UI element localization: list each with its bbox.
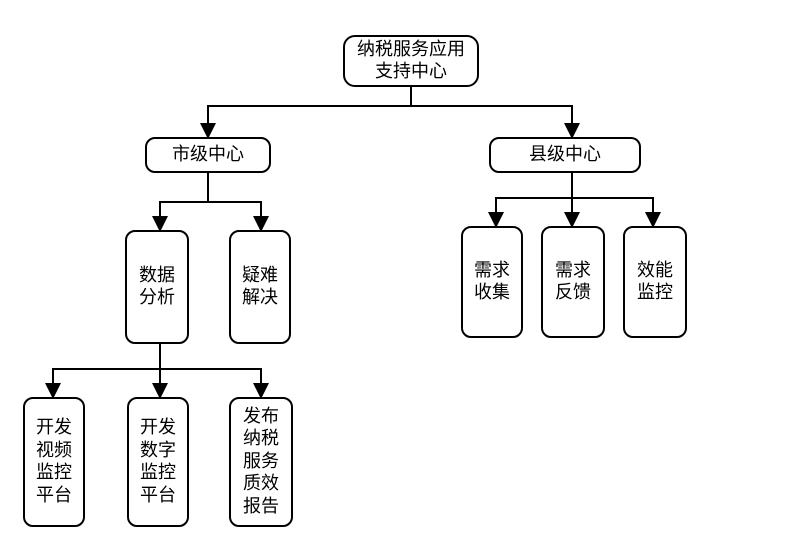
data-analysis-label: 数据 分析 [139, 264, 175, 309]
digital-monitoring-platform-node: 开发 数字 监控 平台 [127, 397, 189, 527]
problem-solving-node: 疑难 解决 [229, 230, 291, 344]
service-quality-report-label: 发布 纳税 服务 质效 报告 [243, 405, 279, 517]
efficiency-monitoring-node: 效能 监控 [623, 226, 687, 338]
video-monitoring-platform-label: 开发 视频 监控 平台 [36, 417, 72, 506]
county-center-node: 县级中心 [489, 137, 641, 173]
efficiency-monitoring-label: 效能 监控 [637, 259, 673, 304]
video-monitoring-platform-node: 开发 视频 监控 平台 [23, 397, 85, 527]
demand-feedback-node: 需求 反馈 [541, 226, 605, 338]
service-quality-report-node: 发布 纳税 服务 质效 报告 [229, 397, 293, 527]
root-node-label: 纳税服务应用 支持中心 [357, 39, 465, 82]
demand-collection-node: 需求 收集 [461, 226, 523, 338]
root-node: 纳税服务应用 支持中心 [343, 35, 479, 87]
data-analysis-node: 数据 分析 [125, 230, 189, 344]
city-center-label: 市级中心 [172, 144, 244, 166]
digital-monitoring-platform-label: 开发 数字 监控 平台 [140, 417, 176, 506]
problem-solving-label: 疑难 解决 [242, 264, 278, 309]
city-center-node: 市级中心 [145, 137, 271, 173]
demand-collection-label: 需求 收集 [474, 259, 510, 304]
county-center-label: 县级中心 [529, 144, 601, 166]
demand-feedback-label: 需求 反馈 [555, 259, 591, 304]
